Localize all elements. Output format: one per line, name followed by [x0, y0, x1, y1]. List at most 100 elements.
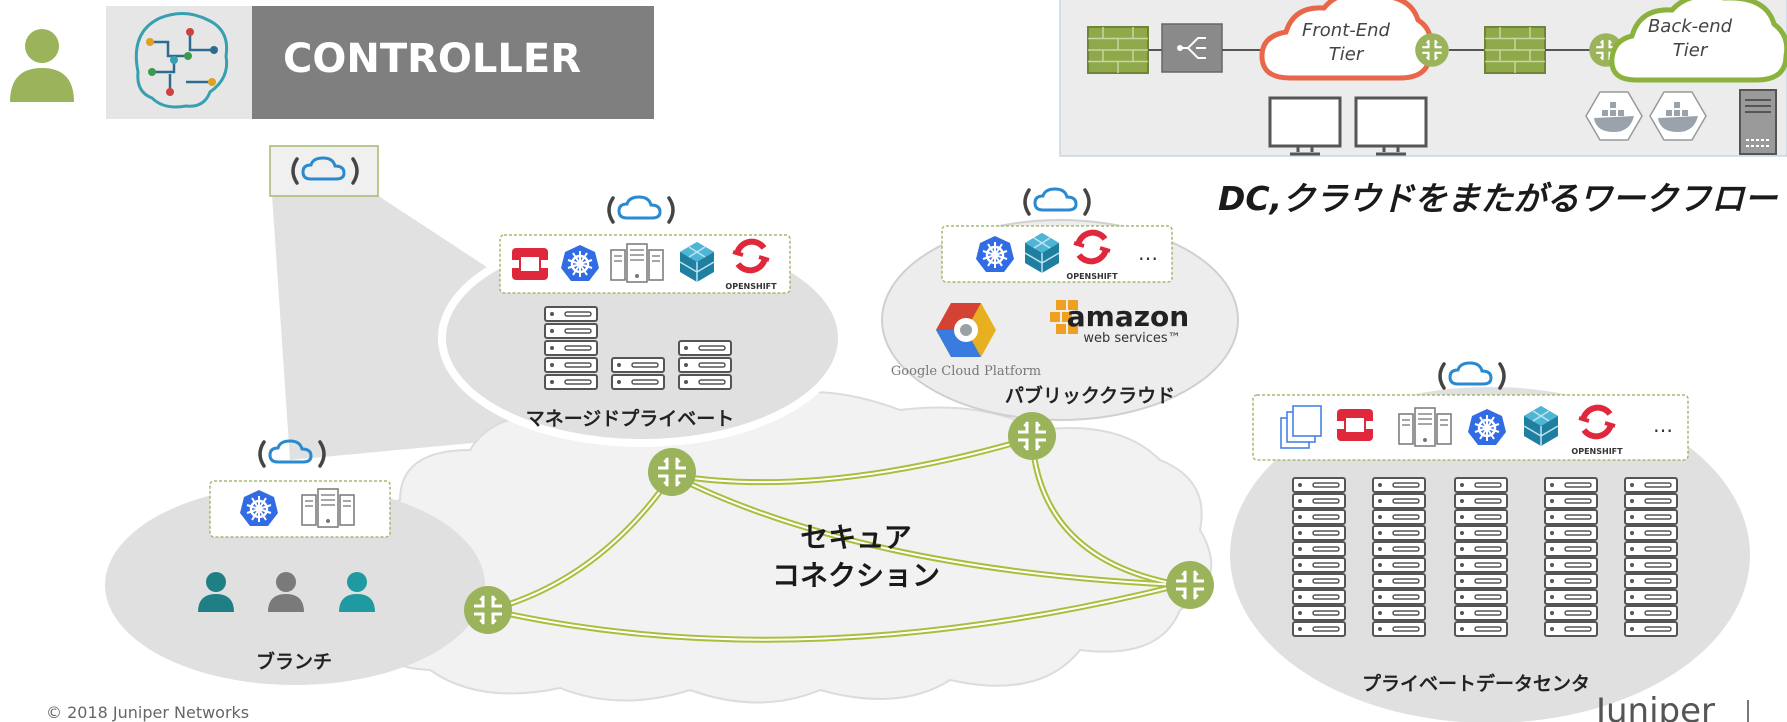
secure-connection-line2: コネクション — [772, 559, 940, 592]
rack-server — [1544, 621, 1598, 637]
rack-server — [1372, 621, 1426, 637]
private-dc-more: … — [1653, 413, 1673, 437]
public-cloud-label: パブリッククラウド — [1005, 384, 1175, 407]
router-public-cloud — [1006, 410, 1058, 462]
router-managed-private — [646, 446, 698, 498]
front-end-router-icon — [1414, 32, 1450, 68]
back-end-line1: Back-end — [1648, 16, 1733, 37]
rack-server — [1292, 589, 1346, 605]
managed-private-label: マネージドプライベート — [526, 407, 735, 430]
bare-metal-icon-3 — [1398, 407, 1452, 447]
rack-server — [1544, 477, 1598, 493]
server-tower-icon — [1739, 89, 1777, 155]
rack-server — [1372, 573, 1426, 589]
copyright: © 2018 Juniper Networks — [46, 703, 249, 722]
public-cloud-more: … — [1138, 241, 1158, 265]
rack-server — [1544, 541, 1598, 557]
rack-server — [1292, 605, 1346, 621]
rack-server — [1624, 605, 1678, 621]
secure-links — [487, 435, 1183, 643]
google-cloud-icon — [936, 303, 996, 357]
rack-server — [1624, 477, 1678, 493]
rack-server — [1544, 605, 1598, 621]
rack-server — [1454, 477, 1508, 493]
rack-server — [1292, 509, 1346, 525]
controller-banner: CONTROLLER — [106, 6, 654, 119]
rack-server — [1372, 541, 1426, 557]
private-dc-label: プライベートデータセンタ — [1362, 672, 1590, 695]
openstack-icon — [512, 248, 548, 280]
monitor-icon-2 — [1354, 96, 1428, 156]
back-end-line2: Tier — [1673, 40, 1709, 61]
load-balancer-icon — [1161, 23, 1223, 73]
juniper-logo: Juniper — [1594, 691, 1715, 722]
rack-server — [1544, 525, 1598, 541]
workflow-caption: DC,クラウドをまたがるワークフロー — [1218, 179, 1778, 218]
brain-circuit-icon — [134, 12, 229, 109]
rack-server — [1624, 573, 1678, 589]
managed-private-cloud-icon — [607, 195, 675, 224]
rack-server — [1372, 589, 1426, 605]
firewall-icon-2 — [1484, 26, 1546, 74]
bare-metal-icon-2 — [301, 488, 355, 528]
front-end-line1: Front-End — [1302, 20, 1391, 41]
back-end-cloud — [1609, 0, 1787, 83]
rack-server — [1372, 525, 1426, 541]
rack-server — [1454, 621, 1508, 637]
rack-server — [1292, 477, 1346, 493]
rack-server — [1624, 621, 1678, 637]
public-cloud-cloud-icon — [1023, 187, 1091, 216]
rack-server — [1624, 541, 1678, 557]
rack-server — [1454, 573, 1508, 589]
rack-server — [1372, 477, 1426, 493]
monitor-icon — [1268, 96, 1342, 156]
rack-server — [1292, 525, 1346, 541]
rack-server — [1624, 509, 1678, 525]
rack-server — [1372, 493, 1426, 509]
rack-server — [1624, 525, 1678, 541]
rack-server — [1454, 541, 1508, 557]
branch-label: ブランチ — [256, 650, 332, 673]
openstack-icon-2 — [1337, 409, 1373, 441]
openshift-label-3: OPENSHIFT — [1571, 447, 1623, 456]
rack-server — [1624, 493, 1678, 509]
secure-connection-line1: セキュア — [800, 521, 911, 554]
rack-server — [1544, 557, 1598, 573]
rack-server — [1372, 509, 1426, 525]
amazon-label: amazon — [1067, 300, 1189, 333]
vm-stack-icon — [1280, 405, 1322, 449]
rack-server — [1544, 509, 1598, 525]
private-dc-cloud-icon — [1438, 361, 1506, 390]
firewall-icon — [1087, 26, 1149, 74]
bare-metal-icon — [610, 243, 664, 283]
router-private-dc — [1164, 559, 1216, 611]
rack-server — [1454, 493, 1508, 509]
rack-server — [1454, 509, 1508, 525]
rack-server — [1454, 525, 1508, 541]
rack-server — [1544, 589, 1598, 605]
rack-server — [1372, 557, 1426, 573]
user-icon — [10, 29, 74, 102]
controller-title: CONTROLLER — [283, 36, 581, 82]
rack-server — [1544, 493, 1598, 509]
rack-server — [1372, 605, 1426, 621]
rack-server — [1454, 589, 1508, 605]
google-cloud-label: Google Cloud Platform — [891, 364, 1041, 379]
webservices-label: web services™ — [1083, 331, 1180, 346]
rack-server — [1292, 541, 1346, 557]
branch-toolbar — [209, 480, 391, 538]
rack-server — [1292, 493, 1346, 509]
rack-server — [1454, 605, 1508, 621]
rack-server — [1624, 557, 1678, 573]
controller-cloud-box — [269, 145, 379, 197]
openshift-label-2: OPENSHIFT — [1066, 272, 1118, 281]
rack-server — [1292, 573, 1346, 589]
front-end-line2: Tier — [1329, 44, 1365, 65]
router-branch — [462, 584, 514, 636]
aws-icon — [1050, 300, 1078, 334]
rack-server — [1292, 621, 1346, 637]
rack-server — [1544, 573, 1598, 589]
workflow-panel: Front-End Tier Back-end Tier — [1059, 0, 1787, 157]
openshift-label: OPENSHIFT — [725, 282, 777, 291]
